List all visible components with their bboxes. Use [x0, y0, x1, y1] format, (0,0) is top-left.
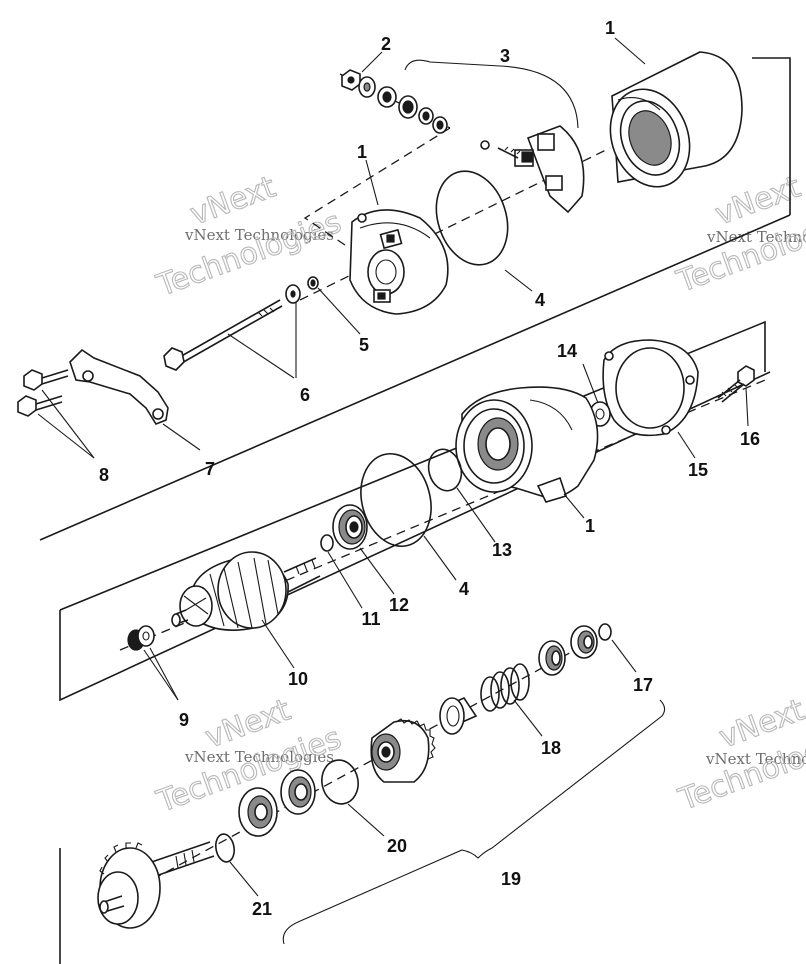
- spacer-ring-b: [538, 640, 566, 676]
- armature-washers-part: [127, 625, 155, 651]
- callout-11: 11: [361, 609, 380, 629]
- rear-cover-part: [349, 209, 449, 315]
- callout-18: 18: [541, 738, 561, 758]
- washer-3: [398, 95, 418, 119]
- bearing-part: [332, 504, 368, 550]
- o-ring-top-part: [435, 170, 509, 266]
- callout-7: 7: [205, 459, 215, 479]
- snap-ring-17-part: [598, 623, 612, 641]
- watermark-company-2: vNext Technologies: [706, 228, 806, 246]
- watermark-company-4: vNext Technologies: [705, 750, 806, 768]
- gear-housing-bolt-part: [717, 365, 755, 403]
- washer-1: [358, 76, 376, 98]
- callout-15: 15: [688, 460, 708, 480]
- callout-labels: 1 2 3 1 4 5 6 7 8 14 15 16 1 13 4 12 11 …: [99, 18, 760, 919]
- washer-2: [377, 86, 397, 108]
- middle-panel-upper-edge: [59, 320, 766, 611]
- stopper-collar-part: [280, 769, 316, 815]
- panel-lines: [39, 57, 791, 964]
- watermark-group: vNext vNext Technologies Technologies vN…: [151, 169, 806, 820]
- mounting-bolt-2: [17, 395, 63, 417]
- callout-21: 21: [252, 899, 272, 919]
- callout-3: 3: [500, 46, 510, 66]
- callout-4-top: 4: [535, 290, 545, 310]
- callout-17: 17: [633, 675, 653, 695]
- small-washer-part: [307, 276, 319, 290]
- snap-ring-11-part: [320, 534, 334, 552]
- spacer-sleeve: [439, 696, 478, 735]
- callout-1-front-housing: 1: [585, 516, 595, 536]
- brush-holder-part: [480, 125, 585, 214]
- callout-19: 19: [501, 869, 521, 889]
- callout-14: 14: [557, 341, 577, 361]
- pinion-washer-part: [238, 787, 278, 837]
- callout-12: 12: [389, 595, 409, 615]
- nut-1: [341, 69, 361, 91]
- gasket-part: [602, 339, 699, 437]
- spacer-ring-a: [570, 625, 598, 659]
- top-panel-edge: [752, 57, 791, 215]
- clutch-spring-assembly-part: [439, 625, 598, 735]
- callout-2: 2: [381, 34, 391, 54]
- top-panel-divider: [39, 214, 791, 541]
- armature-part: [171, 551, 321, 631]
- clutch-assembly-part: [370, 718, 436, 783]
- snap-ring-21-part: [215, 833, 235, 863]
- callout-5: 5: [359, 335, 369, 355]
- yoke-housing-part: [609, 51, 743, 188]
- axis-washers-to-housing: [303, 127, 451, 246]
- bracket-part: [69, 348, 169, 425]
- nut-washer-set-part: [341, 69, 448, 134]
- callout-1-rear-cover: 1: [357, 142, 367, 162]
- front-gear-housing-part: [455, 386, 599, 503]
- callout-13: 13: [492, 540, 512, 560]
- callout-4-middle: 4: [459, 579, 469, 599]
- pinion-gear-shaft-part: [97, 841, 215, 929]
- callout-20: 20: [387, 836, 407, 856]
- axis-bottom-assembly: [99, 629, 613, 909]
- snap-ring-20-part: [321, 759, 359, 805]
- watermark-big-vnext-1: vNext: [186, 170, 281, 233]
- leader-lines: [37, 37, 749, 945]
- washer-5: [432, 116, 448, 134]
- watermark-big-tech-1: Technologies: [152, 205, 346, 304]
- o-ring-small-part: [427, 448, 463, 492]
- washer-4: [418, 107, 434, 125]
- mounting-bolt-1: [23, 369, 69, 391]
- through-bolt-part: [163, 284, 301, 371]
- callout-1-yoke: 1: [605, 18, 615, 38]
- mounting-bolts-part: [17, 369, 69, 417]
- callout-16: 16: [740, 429, 760, 449]
- callout-6: 6: [300, 385, 310, 405]
- o-ring-middle-part: [360, 452, 432, 548]
- watermark-company-1: vNext Technologies: [184, 226, 334, 244]
- callout-8: 8: [99, 465, 109, 485]
- watermark-company-3: vNext Technologies: [184, 748, 334, 766]
- callout-9: 9: [179, 710, 189, 730]
- callout-10: 10: [288, 669, 308, 689]
- coil-spring: [480, 663, 530, 712]
